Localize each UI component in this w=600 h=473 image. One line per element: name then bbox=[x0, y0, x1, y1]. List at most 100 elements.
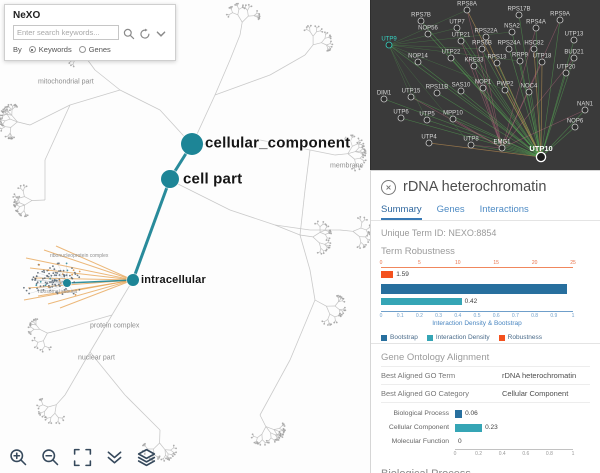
network-node-UTP8[interactable]: UTP8 bbox=[463, 137, 479, 149]
chevron-down-icon[interactable] bbox=[155, 27, 167, 39]
radio-genes-dot[interactable] bbox=[78, 46, 86, 53]
svg-text:RPS9A: RPS9A bbox=[550, 12, 570, 18]
network-node-UTP9[interactable]: UTP9 bbox=[381, 37, 397, 49]
tree-label-mitochondrial-part[interactable]: mitochondrial part bbox=[38, 78, 94, 86]
radio-genes[interactable]: Genes bbox=[78, 45, 111, 54]
network-node-NOP6[interactable]: NOP6 bbox=[567, 119, 584, 131]
radio-keywords-dot[interactable] bbox=[28, 46, 36, 53]
tree-label-ribonucleoprotein-complex[interactable]: ribonucleoprotein complex bbox=[50, 253, 109, 259]
network-node-DIM1[interactable]: DIM1 bbox=[377, 91, 392, 103]
radio-keywords[interactable]: Keywords bbox=[28, 45, 72, 54]
term-node-cellular_component[interactable] bbox=[181, 133, 203, 155]
svg-text:UTP7: UTP7 bbox=[449, 20, 465, 26]
bar-robustness bbox=[381, 271, 394, 278]
tree-label-nuclear-part[interactable]: nuclear part bbox=[78, 354, 115, 362]
network-node-HSC82[interactable]: HSC82 bbox=[524, 41, 544, 53]
network-node-KRE33[interactable]: KRE33 bbox=[464, 58, 484, 70]
network-node-RPS8A[interactable]: RPS8A bbox=[457, 2, 477, 14]
bar-interaction-density bbox=[381, 298, 462, 305]
network-node-UTP10[interactable]: UTP10 bbox=[529, 144, 553, 163]
network-node-RPS24A[interactable]: RPS24A bbox=[497, 41, 521, 53]
legend-item-interaction-density[interactable]: Interaction Density bbox=[426, 334, 490, 341]
chart-legend: Bootstrap Interaction Density Robustness bbox=[381, 332, 590, 343]
network-node-RPS4A[interactable]: RPS4A bbox=[526, 20, 546, 32]
svg-text:UTP18: UTP18 bbox=[533, 54, 552, 60]
svg-text:NOC4: NOC4 bbox=[521, 84, 538, 90]
network-node-UTP6[interactable]: UTP6 bbox=[393, 110, 409, 122]
network-node-MPP10[interactable]: MPP10 bbox=[443, 111, 463, 123]
legend-item-robustness[interactable]: Robustness bbox=[498, 334, 542, 341]
tab-genes[interactable]: Genes bbox=[436, 204, 465, 215]
tree-label-protein-complex[interactable]: protein complex bbox=[90, 322, 140, 330]
tree-label-membrane[interactable]: membrane bbox=[330, 162, 364, 170]
collapse-button[interactable] bbox=[104, 447, 125, 468]
network-node-NOP56[interactable]: NOP56 bbox=[418, 26, 438, 38]
tree-label-cell-part[interactable]: cell part bbox=[183, 170, 243, 188]
network-node-RPS17B[interactable]: RPS17B bbox=[507, 7, 531, 19]
network-node-RPS13[interactable]: RPS13 bbox=[487, 55, 507, 67]
tree-label-intracellular[interactable]: intracellular bbox=[141, 274, 206, 286]
network-node-UTP21[interactable]: UTP21 bbox=[452, 33, 471, 45]
legend-item-bootstrap[interactable]: Bootstrap bbox=[381, 334, 418, 341]
search-icon[interactable] bbox=[123, 27, 135, 39]
zoom-out-button[interactable] bbox=[40, 447, 61, 468]
network-node-UTP20[interactable]: UTP20 bbox=[557, 65, 576, 77]
svg-text:UTP10: UTP10 bbox=[529, 144, 552, 153]
tab-summary[interactable]: Summary bbox=[381, 204, 422, 220]
svg-text:UTP15: UTP15 bbox=[402, 89, 421, 95]
network-node-SAS10[interactable]: SAS10 bbox=[452, 83, 471, 95]
network-node-UTP18[interactable]: UTP18 bbox=[533, 54, 552, 66]
network-node-UTP22[interactable]: UTP22 bbox=[442, 50, 461, 62]
network-node-NOP1[interactable]: NOP1 bbox=[475, 80, 492, 92]
network-node-NOP14[interactable]: NOP14 bbox=[408, 54, 428, 66]
layers-button[interactable] bbox=[136, 447, 157, 468]
network-node-NAN1[interactable]: NAN1 bbox=[577, 102, 594, 114]
reset-icon[interactable] bbox=[139, 27, 151, 39]
network-node-RPS6B[interactable]: RPS6B bbox=[472, 41, 492, 53]
svg-text:NOP56: NOP56 bbox=[418, 26, 438, 32]
network-node-UTP15[interactable]: UTP15 bbox=[402, 89, 421, 101]
network-node-PWP2[interactable]: PWP2 bbox=[496, 82, 514, 94]
network-node-UTP13[interactable]: UTP13 bbox=[565, 32, 584, 44]
svg-text:RPS24A: RPS24A bbox=[497, 41, 520, 47]
network-node-NOC4[interactable]: NOC4 bbox=[521, 84, 538, 96]
fit-to-view-button[interactable] bbox=[72, 447, 93, 468]
app-title: NeXO bbox=[13, 10, 41, 21]
network-node-RRP9[interactable]: RRP9 bbox=[512, 53, 529, 65]
go-category-label: Best Aligned GO Category bbox=[381, 389, 469, 398]
search-input[interactable] bbox=[13, 25, 119, 40]
close-icon bbox=[386, 184, 391, 190]
network-node-BUD21[interactable]: BUD21 bbox=[564, 50, 584, 62]
svg-text:RPS4A: RPS4A bbox=[526, 20, 546, 26]
tab-interactions[interactable]: Interactions bbox=[479, 204, 529, 215]
table-row: Best Aligned GO Category Cellular Compon… bbox=[381, 385, 590, 403]
network-node-RPS22A[interactable]: RPS22A bbox=[474, 29, 498, 41]
zoom-in-button[interactable] bbox=[8, 447, 29, 468]
svg-text:NOP1: NOP1 bbox=[475, 80, 492, 86]
network-node-UTP7[interactable]: UTP7 bbox=[449, 20, 465, 32]
term-node-intracellular[interactable] bbox=[127, 274, 139, 286]
legend-swatch bbox=[426, 334, 433, 341]
legend-swatch bbox=[381, 334, 387, 341]
category-label-molecular-function: Molecular Function bbox=[391, 438, 449, 445]
close-button[interactable] bbox=[381, 179, 396, 195]
term-node-cell-part[interactable] bbox=[161, 170, 179, 188]
term-node-ribonucleoprotein-cluster[interactable] bbox=[63, 279, 71, 287]
network-node-UTP4[interactable]: UTP4 bbox=[421, 135, 437, 147]
term-title: rDNA heterochromatin bbox=[403, 179, 547, 195]
tree-label-ribosomal-subunit[interactable]: ribosomal subunit bbox=[38, 289, 78, 295]
network-node-UTP5[interactable]: UTP5 bbox=[419, 112, 435, 124]
network-node-RPS9A[interactable]: RPS9A bbox=[550, 12, 570, 24]
go-term-label: Best Aligned GO Term bbox=[381, 371, 456, 380]
network-node-EMG1[interactable]: EMG1 bbox=[493, 140, 511, 152]
network-node-RPS7B[interactable]: RPS7B bbox=[411, 13, 431, 25]
network-node-RPS11B[interactable]: RPS11B bbox=[426, 85, 449, 97]
svg-text:NOP14: NOP14 bbox=[408, 54, 428, 60]
svg-text:RPS22A: RPS22A bbox=[474, 29, 497, 35]
tree-label-cellular-component[interactable]: cellular_component bbox=[205, 134, 351, 152]
bar-biological-process bbox=[455, 409, 463, 418]
network-node-NSA2[interactable]: NSA2 bbox=[504, 24, 520, 36]
